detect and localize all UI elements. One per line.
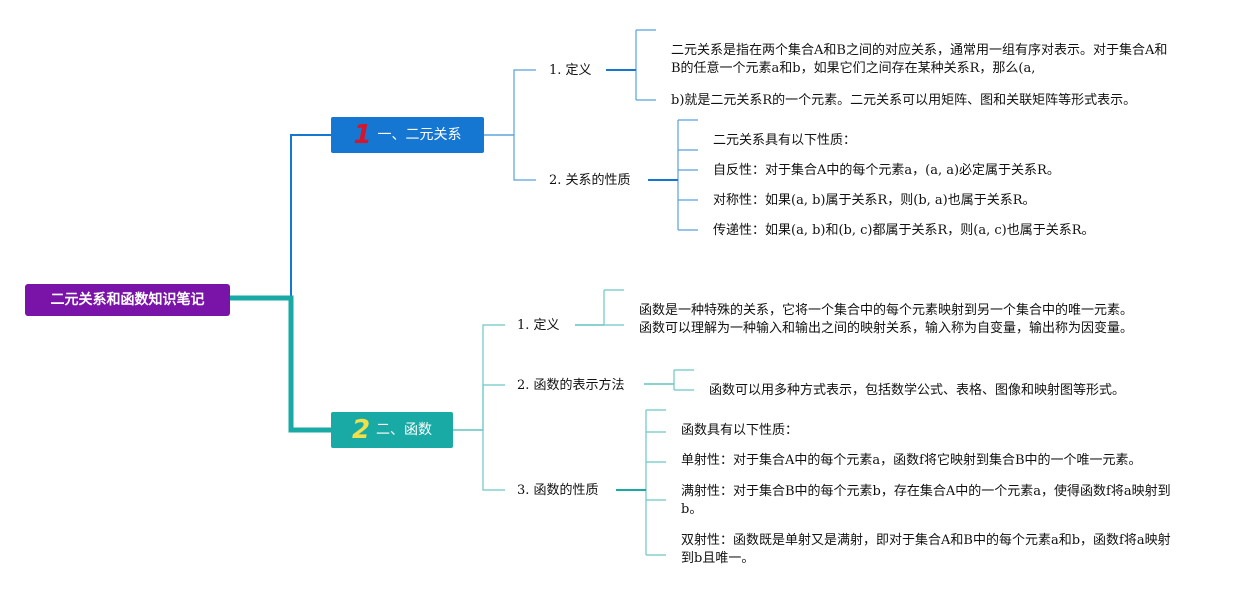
subnode-function-properties[interactable]: 3. 函数的性质 [517,483,599,498]
connector-b2-s1-leaves [575,289,624,326]
connector-b1-sub1 [484,69,536,136]
subnode-relation-properties[interactable]: 2. 关系的性质 [549,173,631,188]
branch-binary-relation[interactable]: 1 一、二元关系 [331,117,484,153]
leaf-relation-definition-2: b)就是二元关系R的一个元素。二元关系可以用矩阵、图和关联矩阵等形式表示。 [671,93,1137,108]
leaf-injective: 单射性：对于集合A中的每个元素a，函数f将它映射到集合B中的一个唯一元素。 [681,453,1142,468]
branch-number-1: 1 [353,120,372,150]
connector-b2-sub1 [453,324,505,431]
connector-b2-s2-leaves [644,369,694,391]
connector-root-branch1 [230,134,331,299]
connector-b1-s1-leaves [606,29,656,101]
leaf-function-properties-intro: 函数具有以下性质： [681,423,799,438]
branch-number-2: 2 [351,415,371,445]
leaf-symmetric: 对称性：如果(a, b)属于关系R，则(b, a)也属于关系R。 [713,193,1036,208]
branch-label: 二、函数 [376,422,433,438]
connector-root-branch2 [230,295,331,433]
leaf-surjective: 满射性：对于集合B中的每个元素b，存在集合A中的一个元素a，使得函数f将a映射到… [681,484,1171,517]
root-node[interactable]: 二元关系和函数知识笔记 [25,284,230,316]
leaf-relation-properties-intro: 二元关系具有以下性质： [713,133,857,148]
leaf-function-representation: 函数可以用多种方式表示，包括数学公式、表格、图像和映射图等形式。 [709,383,1126,398]
connector-b1-sub2 [484,134,536,181]
branch-label: 一、二元关系 [377,127,462,143]
leaf-relation-definition-1: 二元关系是指在两个集合A和B之间的对应关系，通常用一组有序对表示。对于集合A和B… [671,43,1168,76]
branch-function[interactable]: 2 二、函数 [331,412,453,448]
leaf-transitive: 传递性：如果(a, b)和(b, c)都属于关系R，则(a, c)也属于关系R。 [713,223,1095,238]
connector-b1-s2-leaves [648,119,698,231]
connector-b2-sub2 [453,384,505,431]
connector-b2-s3-leaves [616,409,666,556]
subnode-function-representation[interactable]: 2. 函数的表示方法 [517,378,625,393]
leaf-bijective: 双射性：函数既是单射又是满射，即对于集合A和B中的每个元素a和b，函数f将a映射… [681,533,1171,566]
subnode-function-definition[interactable]: 1. 定义 [517,318,560,333]
subnode-relation-definition[interactable]: 1. 定义 [549,63,592,78]
leaf-reflexive: 自反性：对于集合A中的每个元素a，(a, a)必定属于关系R。 [713,163,1060,178]
leaf-function-definition: 函数是一种特殊的关系，它将一个集合中的每个元素映射到另一个集合中的唯一元素。函数… [639,303,1134,336]
connector-b2-sub3 [453,429,505,491]
